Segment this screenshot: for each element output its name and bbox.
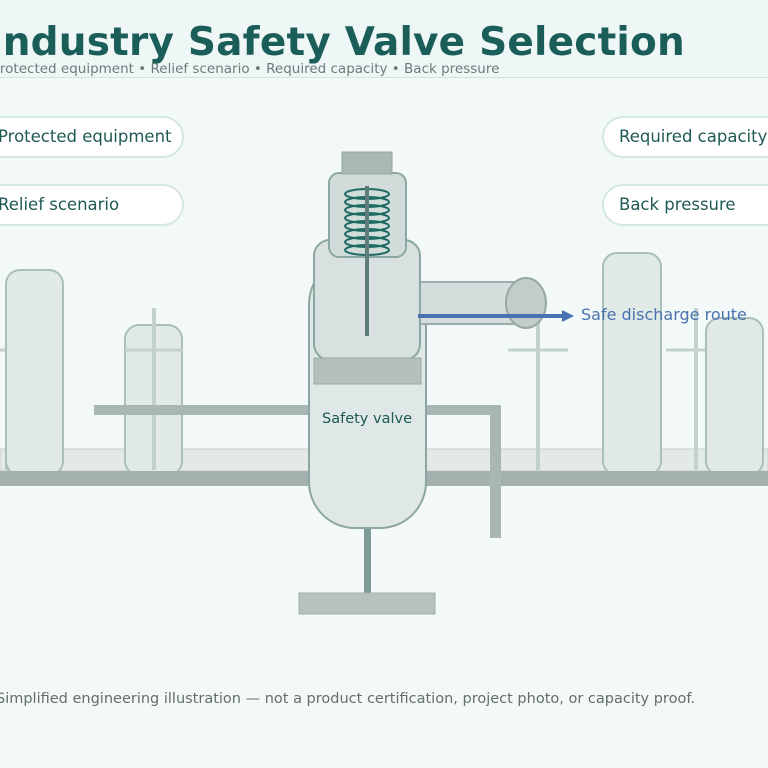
- page-subtitle: Protected equipment • Relief scenario • …: [0, 61, 500, 77]
- page-title: Industry Safety Valve Selection: [0, 20, 685, 65]
- short-vessel-right: [705, 317, 764, 476]
- discharge-arrow-head: [562, 310, 574, 322]
- header: Industry Safety Valve Selection Protecte…: [0, 0, 768, 78]
- back-pressure-label: Back pressure: [619, 195, 736, 214]
- tall-vessel-left: [5, 269, 64, 476]
- protected-equipment-card: Protected equipment: [0, 116, 184, 158]
- relief-scenario-label: Relief scenario: [0, 195, 120, 214]
- inlet-pipe-drop: [490, 405, 501, 538]
- protected-equipment-label: Protected equipment: [0, 127, 172, 146]
- relief-scenario-card: Relief scenario: [0, 184, 184, 226]
- back-pressure-card: Back pressure: [602, 184, 768, 226]
- valve-label: Safety valve: [322, 411, 412, 427]
- required-capacity-card: Required capacity: [602, 116, 768, 158]
- disclaimer-note: Simplified engineering illustration — no…: [0, 691, 695, 707]
- discharge-route-label: Safe discharge route: [581, 305, 747, 324]
- discharge-outlet-flange: [505, 277, 547, 329]
- valve-stand-base: [298, 592, 436, 615]
- valve-cap: [341, 151, 393, 175]
- valve-stem: [365, 186, 369, 336]
- tall-vessel-right: [602, 252, 662, 476]
- valve-stand-post: [364, 525, 371, 595]
- inlet-pipe: [94, 405, 496, 415]
- bonnet-flange: [313, 357, 422, 385]
- required-capacity-label: Required capacity: [619, 127, 768, 146]
